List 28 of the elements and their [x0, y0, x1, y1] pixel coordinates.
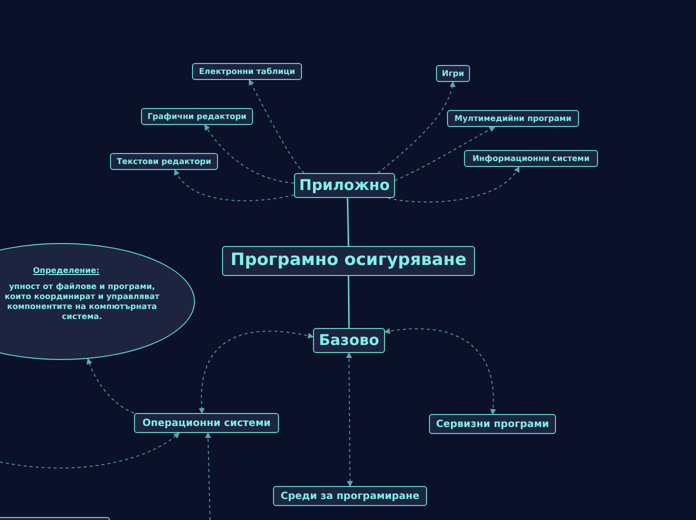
topic-box: Игри: [436, 65, 470, 82]
topic-box: Графични редактори: [141, 108, 253, 125]
topic-box: Електронни таблици: [192, 63, 302, 80]
topic-box: Текстови редактори: [110, 153, 218, 170]
topic-box: Базово: [313, 328, 385, 353]
connector-line: [348, 276, 350, 328]
dashed-connector: [198, 330, 314, 414]
dashed-connector: [174, 169, 294, 202]
topic-box: Информационни системи: [464, 150, 598, 167]
root-topic-box: Програмно осигуряване: [222, 246, 475, 276]
dashed-connector: [0, 432, 180, 469]
topic-box: Мултимедийни програми: [447, 110, 579, 127]
dashed-connector: [248, 79, 305, 174]
dashed-connector: [205, 432, 212, 520]
dashed-connector: [384, 328, 496, 415]
dashed-connector: [387, 166, 520, 202]
dashed-connector: [394, 126, 496, 181]
dashed-connector: [377, 81, 456, 174]
topic-box: Среди за програмиране: [273, 486, 427, 506]
dashed-connector: [204, 124, 294, 184]
definition-text: упност от файлове и програми, които координират и управляват компонентите на компютърната система.: [4, 282, 160, 322]
connector-line: [346, 198, 350, 246]
topic-box: Приложно: [294, 173, 395, 198]
topic-box: Сервизни програми: [429, 414, 556, 434]
definition-heading: Определение:: [33, 265, 100, 277]
dashed-connector: [346, 352, 353, 487]
topic-box: Операционни системи: [134, 413, 279, 433]
dashed-connector: [86, 358, 134, 414]
